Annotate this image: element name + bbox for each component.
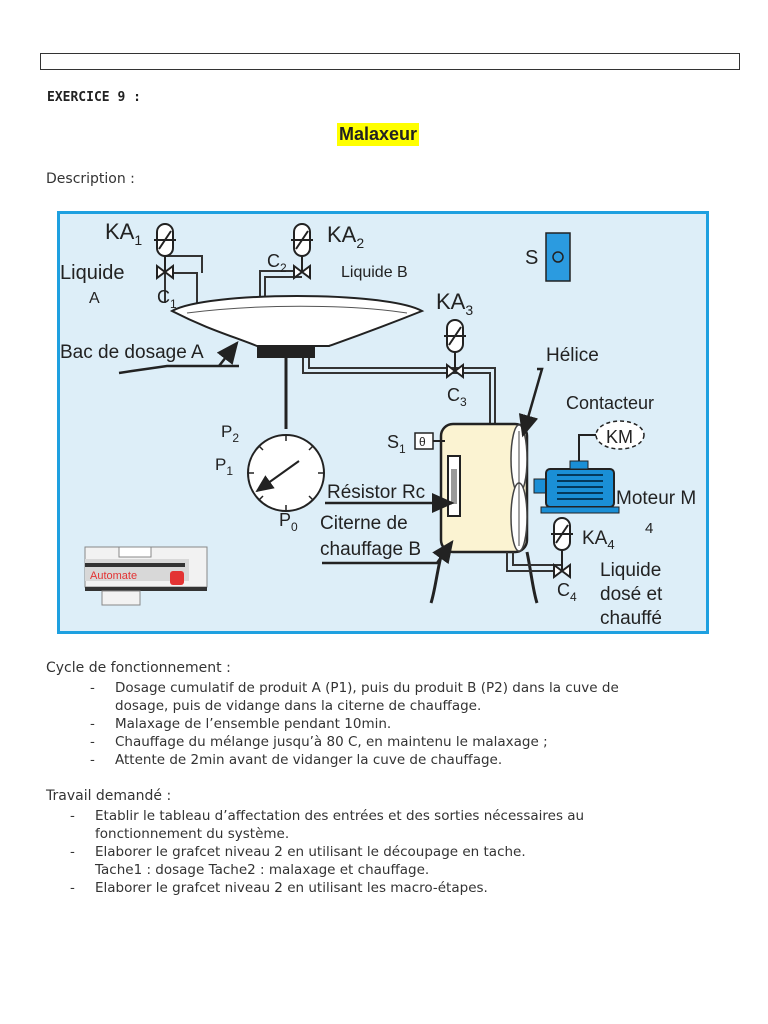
c3-label: C3 — [447, 385, 467, 409]
resistor-label: Résistor Rc — [327, 482, 425, 503]
p1-label: P1 — [215, 455, 233, 478]
travail-heading: Travail demandé : — [46, 788, 172, 804]
list-item: -Elaborer le grafcet niveau 2 en utilisa… — [70, 844, 526, 878]
cycle-heading: Cycle de fonctionnement : — [46, 660, 231, 676]
pipe-b — [259, 270, 302, 299]
theta-symbol: θ — [419, 435, 426, 449]
bac-label: Bac de dosage A — [60, 342, 204, 363]
ka2-label: KA2 — [327, 222, 364, 251]
helice-label: Hélice — [546, 345, 599, 366]
moteur-label-1: Moteur M — [616, 488, 696, 509]
sensor-s — [545, 232, 571, 282]
scale-dial — [247, 434, 325, 512]
description-label: Description : — [46, 171, 135, 187]
contacteur-label: Contacteur — [566, 393, 654, 413]
list-item: -Dosage cumulatif de produit A (P1), pui… — [90, 680, 619, 714]
travail-list: -Etablir le tableau d’affectation des en… — [70, 807, 584, 897]
moteur-label-2: 4 — [645, 520, 653, 537]
citerne-label-1: Citerne de — [320, 513, 408, 534]
motor — [533, 434, 620, 514]
valve-c1 — [154, 223, 176, 280]
cycle-list: -Dosage cumulatif de produit A (P1), pui… — [90, 679, 619, 769]
liquide-out-1: Liquide — [600, 560, 661, 581]
liquide-a-letter: A — [89, 290, 100, 307]
load-cell — [257, 346, 315, 358]
automate-icon — [84, 546, 208, 606]
pipe-c3 — [302, 358, 496, 426]
c1-label: C1 — [157, 287, 177, 311]
contactor-km — [595, 420, 645, 450]
header-box — [40, 53, 740, 70]
list-item: -Elaborer le grafcet niveau 2 en utilisa… — [70, 880, 488, 896]
valve-c4 — [551, 517, 573, 579]
valve-c3 — [444, 319, 466, 379]
system-diagram: KA1 KA2 C1 C2 Liquide A Liquide B S KA3 … — [57, 211, 709, 634]
s1-label: S1 — [387, 432, 406, 456]
s-label: S — [525, 247, 538, 269]
list-item: -Attente de 2min avant de vidanger la cu… — [90, 752, 503, 768]
list-item: -Malaxage de l’ensemble pendant 10min. — [90, 716, 392, 732]
ka1-label: KA1 — [105, 219, 142, 248]
list-item: -Etablir le tableau d’affectation des en… — [70, 808, 585, 842]
liquide-a-label: Liquide — [60, 262, 125, 284]
exercise-number: EXERCICE 9 : — [47, 90, 141, 105]
km-label: KM — [606, 427, 633, 447]
liquide-out-3: chauffé — [600, 608, 662, 629]
p2-label: P2 — [221, 422, 239, 445]
valve-c2 — [291, 223, 313, 280]
pipe-c4 — [506, 552, 562, 572]
c2-label: C2 — [267, 251, 287, 275]
c4-label: C4 — [557, 580, 577, 604]
heating-tank — [439, 422, 529, 554]
ka3-label: KA3 — [436, 289, 473, 318]
p0-label: P0 — [279, 510, 298, 534]
ka4-label: KA4 — [582, 528, 615, 552]
automate-label: Automate — [90, 570, 137, 582]
liquide-b-label: Liquide B — [341, 264, 408, 281]
citerne-label-2: chauffage B — [320, 539, 421, 560]
list-item: -Chauffage du mélange jusqu’à 80 C, en m… — [90, 734, 548, 750]
page-title: Malaxeur — [337, 123, 420, 146]
liquide-out-2: dosé et — [600, 584, 663, 605]
